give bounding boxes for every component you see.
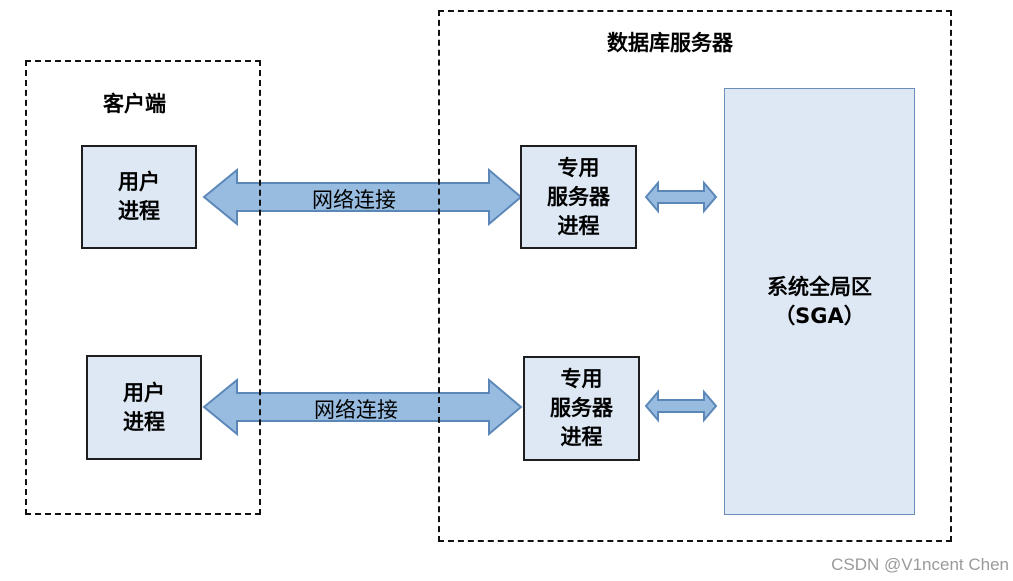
dedicated-server-process-label: 专用 服务器 进程 xyxy=(550,367,613,449)
server-title: 数据库服务器 xyxy=(607,31,733,55)
sga-link-arrow-2 xyxy=(644,389,718,423)
user-process-label: 用户 进程 xyxy=(123,380,165,434)
watermark: CSDN @V1ncent Chen xyxy=(831,555,1009,574)
client-title: 客户端 xyxy=(103,92,166,116)
sga-box: 系统全局区 （SGA） xyxy=(724,88,915,515)
sga-label: 系统全局区 （SGA） xyxy=(767,274,872,328)
dedicated-server-process-label: 专用 服务器 进程 xyxy=(547,155,610,238)
user-process-1: 用户 进程 xyxy=(81,145,197,249)
server-frame xyxy=(438,10,952,542)
client-frame xyxy=(25,60,261,515)
network-connection-arrow-2 xyxy=(202,377,523,437)
network-connection-label-2: 网络连接 xyxy=(314,398,398,422)
sga-link-arrow-1 xyxy=(644,180,718,214)
user-process-2: 用户 进程 xyxy=(86,355,202,460)
dedicated-server-process-1: 专用 服务器 进程 xyxy=(520,145,637,249)
network-connection-label-1: 网络连接 xyxy=(312,188,396,212)
user-process-label: 用户 进程 xyxy=(118,170,160,223)
dedicated-server-process-2: 专用 服务器 进程 xyxy=(523,356,640,461)
